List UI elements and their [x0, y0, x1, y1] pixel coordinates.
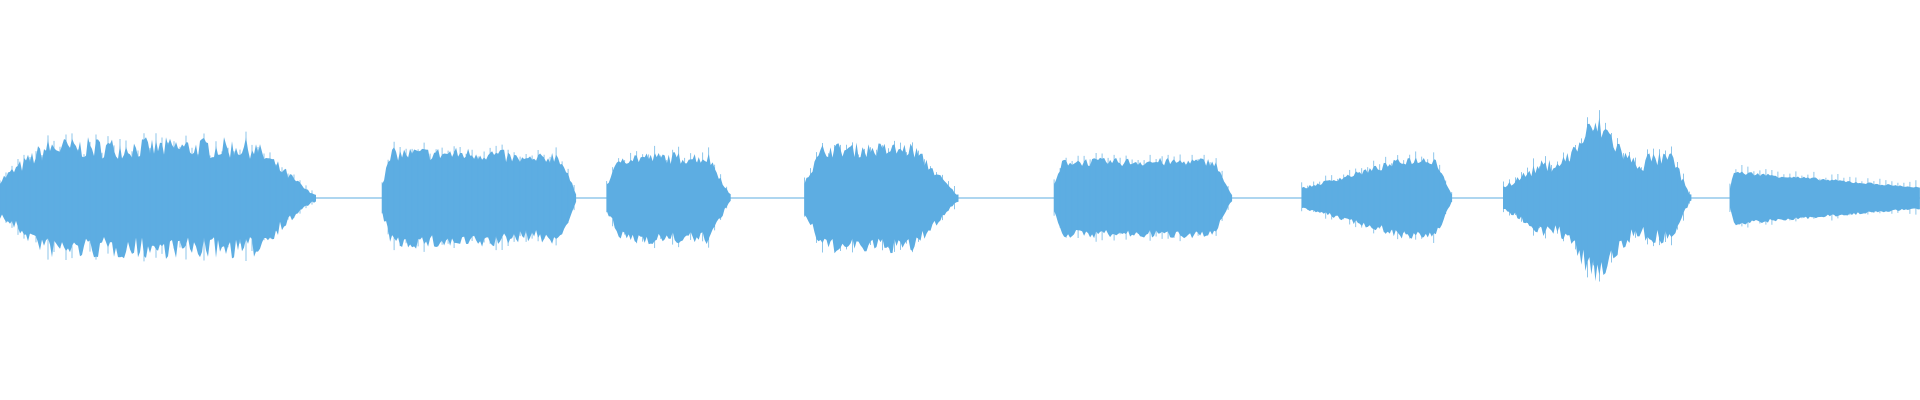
waveform-segment-texture-3: [606, 145, 728, 249]
waveform-segment-1: [0, 137, 316, 259]
waveform-segment-7: [1503, 116, 1692, 282]
waveform-segment-texture-5: [1053, 152, 1229, 242]
waveform-segment-texture-1: [0, 131, 313, 262]
waveform-segment-5: [1054, 157, 1233, 239]
waveform-segment-6: [1301, 157, 1452, 239]
waveform-segment-texture-4: [804, 140, 955, 253]
waveform-segment-3: [606, 152, 731, 245]
waveform-segment-4: [804, 142, 959, 254]
waveform-segment-8: [1729, 171, 1920, 226]
waveform-segment-2: [382, 147, 577, 249]
waveform-segment-texture-6: [1301, 151, 1453, 243]
waveform-segment-texture-7: [1503, 110, 1690, 282]
waveform-segment-texture-2: [381, 141, 575, 252]
waveform-segment-texture-8: [1729, 164, 1917, 228]
